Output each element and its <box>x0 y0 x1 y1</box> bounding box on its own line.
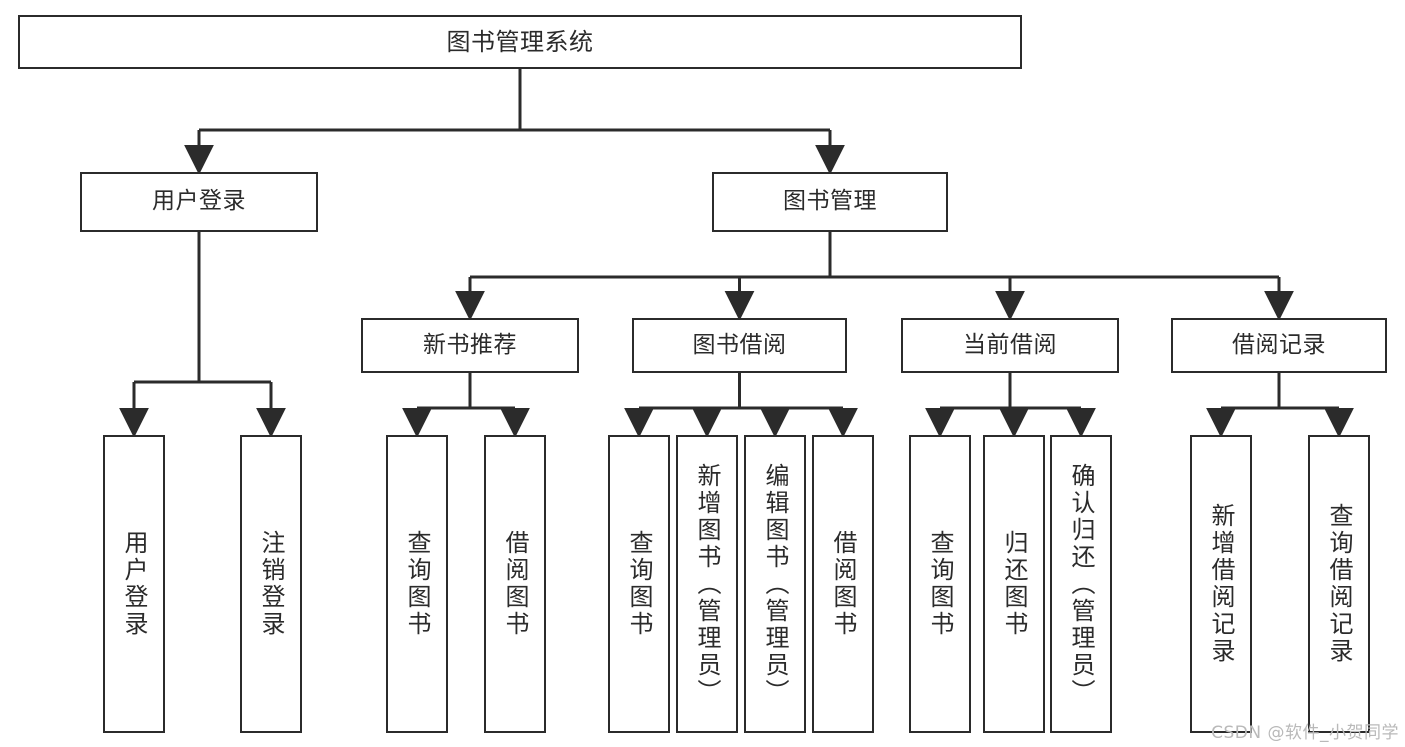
leaf-borrow-edit-book-label: 编辑图书（管理员） <box>761 462 789 706</box>
leaf-current-query-book-label: 查询图书 <box>926 530 954 638</box>
leaf-borrow-query-book[interactable]: 查询图书 <box>608 435 670 733</box>
leaf-user-login-label: 用户登录 <box>120 530 148 638</box>
node-new-book-recommend[interactable]: 新书推荐 <box>361 318 579 373</box>
node-user-login-module[interactable]: 用户登录 <box>80 172 318 232</box>
node-book-management-module[interactable]: 图书管理 <box>712 172 948 232</box>
leaf-current-return-book-label: 归还图书 <box>1000 530 1028 638</box>
leaf-new-query-book[interactable]: 查询图书 <box>386 435 448 733</box>
watermark: CSDN @软件_小贺同学 <box>1211 723 1399 743</box>
leaf-user-login[interactable]: 用户登录 <box>103 435 165 733</box>
leaf-current-confirm-return-label: 确认归还（管理员） <box>1067 462 1095 706</box>
leaf-user-logout-label: 注销登录 <box>257 530 285 638</box>
node-user-login-module-label: 用户登录 <box>152 188 246 215</box>
leaf-record-query-label: 查询借阅记录 <box>1325 503 1353 665</box>
leaf-borrow-query-book-label: 查询图书 <box>625 530 653 638</box>
leaf-borrow-lend-book-label: 借阅图书 <box>829 530 857 638</box>
leaf-borrow-add-book-label: 新增图书（管理员） <box>693 462 721 706</box>
leaf-current-query-book[interactable]: 查询图书 <box>909 435 971 733</box>
leaf-new-borrow-book[interactable]: 借阅图书 <box>484 435 546 733</box>
leaf-borrow-add-book[interactable]: 新增图书（管理员） <box>676 435 738 733</box>
leaf-new-query-book-label: 查询图书 <box>403 530 431 638</box>
node-current-borrow-label: 当前借阅 <box>963 331 1057 358</box>
node-borrow-record[interactable]: 借阅记录 <box>1171 318 1387 373</box>
leaf-record-add[interactable]: 新增借阅记录 <box>1190 435 1252 733</box>
node-current-borrow[interactable]: 当前借阅 <box>901 318 1119 373</box>
node-root[interactable]: 图书管理系统 <box>18 15 1022 69</box>
leaf-borrow-edit-book[interactable]: 编辑图书（管理员） <box>744 435 806 733</box>
leaf-borrow-lend-book[interactable]: 借阅图书 <box>812 435 874 733</box>
node-new-book-recommend-label: 新书推荐 <box>423 331 517 358</box>
leaf-record-query[interactable]: 查询借阅记录 <box>1308 435 1370 733</box>
node-borrow-record-label: 借阅记录 <box>1232 331 1326 358</box>
leaf-current-return-book[interactable]: 归还图书 <box>983 435 1045 733</box>
node-book-borrow[interactable]: 图书借阅 <box>632 318 847 373</box>
leaf-record-add-label: 新增借阅记录 <box>1207 503 1235 665</box>
node-book-borrow-label: 图书借阅 <box>692 331 787 358</box>
node-book-management-module-label: 图书管理 <box>783 188 877 215</box>
leaf-new-borrow-book-label: 借阅图书 <box>501 530 529 638</box>
leaf-user-logout[interactable]: 注销登录 <box>240 435 302 733</box>
node-root-label: 图书管理系统 <box>446 27 594 56</box>
leaf-current-confirm-return[interactable]: 确认归还（管理员） <box>1050 435 1112 733</box>
